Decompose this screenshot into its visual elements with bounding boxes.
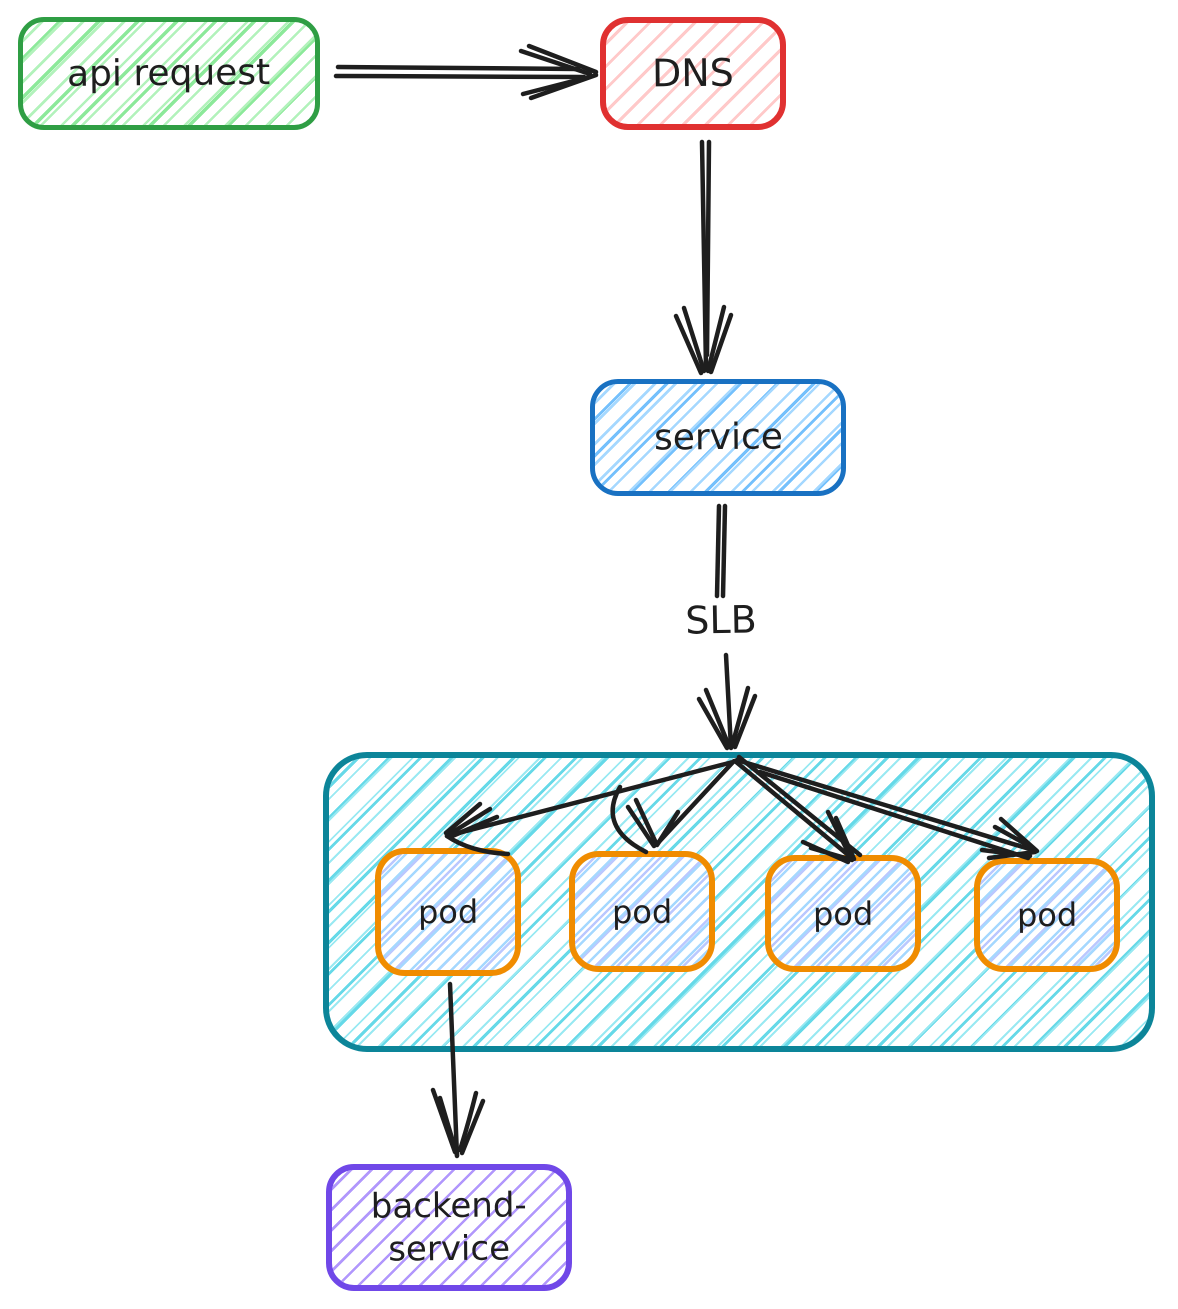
arrow-dns-to-service [673,139,734,376]
slb-edge-label: SLB [684,597,758,643]
pod-node-1: pod [375,848,521,976]
pod-node-2: pod [569,851,715,972]
backend-service-node: backend- service [326,1164,572,1291]
service-label: service [653,416,783,459]
pod-node-3: pod [765,855,921,972]
pod-2-label: pod [611,892,673,931]
pod-1-label: pod [417,892,479,932]
arrow-slb-to-cluster [696,652,758,751]
arrow-service-to-slb [714,503,728,599]
backend-service-label: backend- service [370,1185,527,1270]
pod-4-label: pod [1016,895,1078,935]
arrow-api-request-to-dns [333,43,599,101]
dns-node: DNS [600,17,786,130]
dns-label: DNS [651,50,735,96]
service-node: service [590,379,846,496]
api-request-node: api request [18,17,320,130]
pod-node-4: pod [974,858,1120,972]
api-request-label: api request [67,52,271,95]
pod-3-label: pod [812,894,874,933]
